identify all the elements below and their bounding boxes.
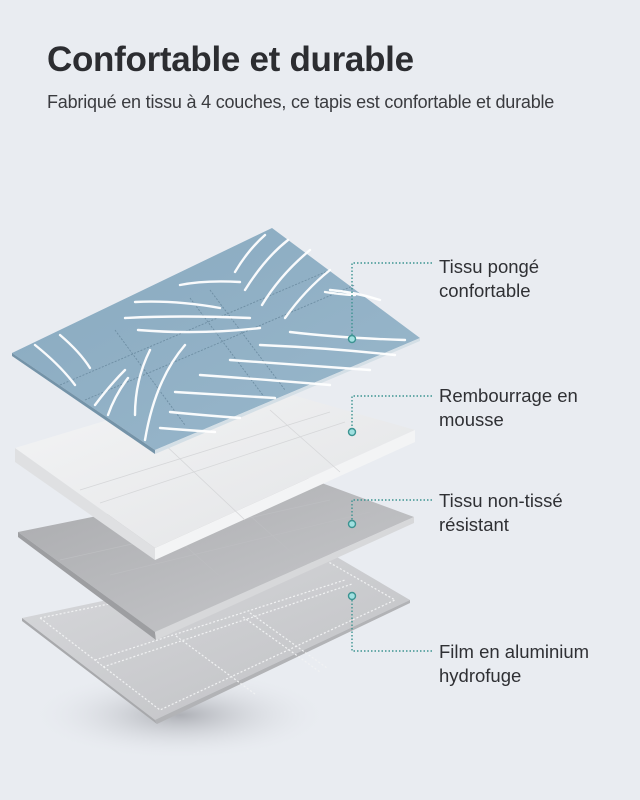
label-line: confortable [439, 280, 531, 301]
callout-label-aluminium-film: Film en aluminium hydrofuge [439, 640, 589, 688]
callout-dot-non-woven [347, 519, 357, 529]
label-line: Tissu pongé [439, 256, 540, 277]
callout-dot-fabric [347, 334, 357, 344]
callout-connectors [351, 262, 432, 652]
page-subtitle: Fabriqué en tissu à 4 couches, ce tapis … [47, 92, 555, 112]
label-line: mousse [439, 409, 504, 430]
layer-top-fabric [12, 228, 420, 454]
label-line: Rembourrage en [439, 385, 578, 406]
callout-label-non-woven: Tissu non-tissé résistant [439, 489, 563, 537]
layers-illustration [12, 228, 432, 760]
callout-label-top-fabric: Tissu pongé confortable [439, 255, 539, 303]
callout-label-foam-padding: Rembourrage en mousse [439, 384, 578, 432]
callout-dot-aluminium [347, 591, 357, 601]
page-title: Confortable et durable [47, 40, 414, 79]
ground-shadow [30, 670, 330, 760]
label-line: hydrofuge [439, 665, 522, 686]
callout-dot-foam [347, 427, 357, 437]
label-line: résistant [439, 514, 509, 535]
layer-aluminium-film [22, 553, 410, 724]
label-line: Tissu non-tissé [439, 490, 563, 511]
label-line: Film en aluminium [439, 641, 590, 662]
